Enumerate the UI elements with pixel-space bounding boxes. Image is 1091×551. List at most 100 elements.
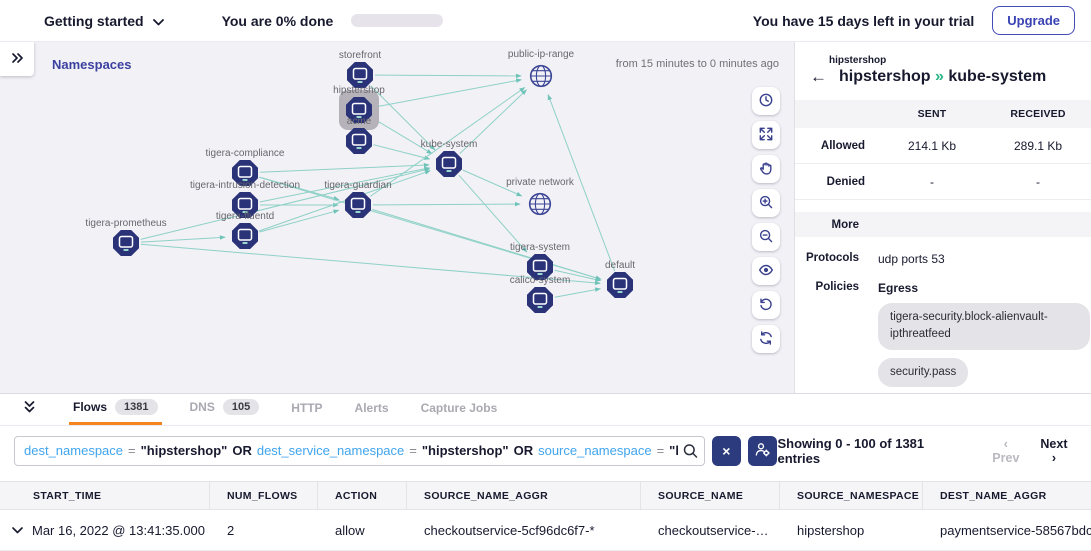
stats-row-label: Allowed	[820, 139, 865, 152]
collapse-panel-button[interactable]	[22, 400, 37, 417]
toolbar-button-undo[interactable]	[752, 291, 780, 319]
globe-icon	[526, 64, 556, 95]
next-label: Next	[1040, 436, 1068, 451]
stats-row: Denied--	[795, 164, 1091, 200]
namespace-icon	[347, 62, 373, 88]
toolbar-button-refresh[interactable]	[752, 325, 780, 353]
toolbar-button-zoom-out[interactable]	[752, 223, 780, 251]
toolbar-button-pan[interactable]	[752, 155, 780, 183]
toolbar-button-zoom-in[interactable]	[752, 189, 780, 217]
policy-pill[interactable]: security.pass	[878, 357, 969, 387]
namespace-icon	[232, 223, 258, 249]
graph-node-private-network[interactable]: private network	[506, 177, 574, 219]
person-gear-icon	[754, 441, 771, 461]
graph-node-tigera-prometheus[interactable]: tigera-prometheus	[85, 218, 167, 256]
back-arrow-icon[interactable]: ←	[810, 67, 827, 86]
graph-node-tigera-fluentd[interactable]: tigera-fluentd	[216, 211, 274, 249]
tab-capture-jobs[interactable]: Capture Jobs	[417, 401, 502, 425]
stats-sent-value: -	[930, 174, 934, 189]
cell-dest_name_aggr: paymentservice-58567bdc	[940, 522, 1091, 538]
graph-node-label: hipstershop	[333, 85, 385, 96]
upgrade-button[interactable]: Upgrade	[992, 6, 1075, 35]
stats-header-sent: SENT	[917, 108, 947, 120]
refresh-icon	[758, 330, 774, 349]
graph-node-label: tigera-system	[509, 242, 571, 253]
graph-node-storefront[interactable]: storefront	[339, 50, 381, 88]
next-page-button[interactable]: Next ›	[1037, 437, 1071, 465]
graph-node-label: tigera-intrusion-detection	[189, 180, 301, 191]
main-area: Namespaces from 15 minutes to 0 minutes …	[0, 42, 1091, 393]
graph-node-default[interactable]: default	[605, 260, 635, 298]
zoom-out-icon	[758, 228, 774, 247]
stats-received-value: 289.1 Kb	[1013, 138, 1063, 153]
query-token: dest_namespace	[24, 443, 124, 458]
graph-node-tigera-intrusion-detection[interactable]: tigera-intrusion-detection	[190, 180, 300, 218]
tab-http[interactable]: HTTP	[287, 401, 326, 425]
expand-icon	[758, 126, 774, 145]
graph-toolbar	[752, 87, 780, 353]
graph-node-public-ip-range[interactable]: public-ip-range	[508, 49, 574, 91]
toolbar-button-clock[interactable]	[752, 87, 780, 115]
protocols-row: Protocols udp ports 53	[795, 252, 1091, 266]
expand-sidebar-button[interactable]	[0, 42, 34, 76]
graph-node-calico-system[interactable]: calico-system	[510, 275, 570, 313]
cell-start_time: Mar 16, 2022 @ 13:41:35.000	[0, 523, 210, 538]
getting-started-menu[interactable]: Getting started	[44, 13, 164, 29]
clear-filter-button[interactable]: ×	[711, 435, 742, 466]
graph-node-label: private network	[506, 177, 574, 188]
query-token: source_namespace	[538, 443, 652, 458]
graph-node-tigera-system[interactable]: tigera-system	[510, 242, 570, 280]
prev-page-button[interactable]: ‹ Prev	[989, 437, 1023, 465]
cell-text: Mar 16, 2022 @ 13:41:35.000	[32, 522, 205, 538]
close-icon: ×	[722, 442, 731, 459]
column-header-source_namespace[interactable]: SOURCE_NAMESPACE	[780, 482, 923, 509]
graph-node-acme[interactable]: acme	[346, 116, 372, 154]
double-chevron-right-icon	[10, 51, 25, 68]
stats-received-value: -	[1036, 174, 1040, 189]
query-token: dest_service_namespace	[256, 443, 405, 458]
time-range-label: from 15 minutes to 0 minutes ago	[615, 58, 779, 70]
toolbar-button-expand[interactable]	[752, 121, 780, 149]
graph-node-hipstershop[interactable]: hipstershop	[333, 85, 385, 123]
graph-node-tigera-compliance[interactable]: tigera-compliance	[206, 148, 284, 186]
graph-node-tigera-guardian[interactable]: tigera-guardian	[324, 180, 392, 218]
query-token: OR	[513, 443, 534, 458]
row-expand-icon[interactable]	[12, 526, 23, 534]
toolbar-button-eye[interactable]	[752, 257, 780, 285]
graph-node-label: default	[604, 260, 636, 271]
column-header-start_time[interactable]: START_TIME	[0, 482, 210, 509]
graph-node-label: acme	[346, 116, 372, 127]
column-header-source_name[interactable]: SOURCE_NAME	[641, 482, 780, 509]
eye-icon	[758, 262, 774, 281]
user-settings-button[interactable]	[748, 435, 778, 466]
zoom-in-icon	[758, 194, 774, 213]
graph-node-label: kube-system	[420, 139, 478, 150]
cell-source_name: checkoutservice-…	[658, 522, 769, 538]
cell-action: allow	[335, 522, 365, 538]
tab-alerts[interactable]: Alerts	[351, 401, 393, 425]
column-header-source_name_aggr[interactable]: SOURCE_NAME_AGGR	[407, 482, 641, 509]
graph-node-kube-system[interactable]: kube-system	[421, 139, 477, 177]
stats-sent-value: 214.1 Kb	[907, 138, 957, 153]
column-header-num_flows[interactable]: NUM_FLOWS	[210, 482, 318, 509]
namespace-icon	[346, 128, 372, 154]
column-header-action[interactable]: ACTION	[318, 482, 407, 509]
column-header-dest_name_aggr[interactable]: DEST_NAME_AGGR	[940, 489, 1047, 502]
tab-label: Alerts	[354, 401, 389, 415]
progress-bar	[351, 14, 444, 27]
tab-label: HTTP	[291, 401, 323, 415]
policy-pill[interactable]: tigera-security.block-alienvault-ipthrea…	[878, 303, 1090, 350]
showing-entries-label: Showing 0 - 100 of 1381 entries	[777, 435, 925, 466]
cell-source_namespace: hipstershop	[797, 522, 865, 538]
query-token: =	[128, 443, 136, 458]
